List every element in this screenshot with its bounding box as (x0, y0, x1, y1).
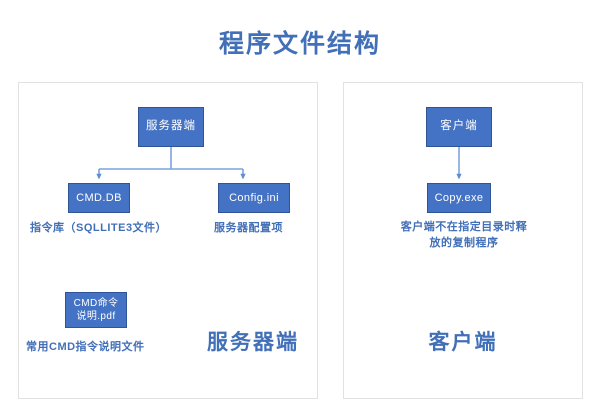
panel-label-server: 服务器端 (207, 331, 299, 354)
caption-copy-exe: 客户端不在指定目录时释 放的复制程序 (400, 221, 528, 249)
node-config-ini[interactable]: Config.ini (218, 183, 290, 213)
caption-cmd-db: 指令库（SQLLITE3文件） (30, 222, 168, 234)
node-cmd-db[interactable]: CMD.DB (68, 183, 130, 213)
node-client-root[interactable]: 客户端 (426, 107, 492, 147)
node-server-root[interactable]: 服务器端 (138, 107, 204, 147)
panel-client: 客户端 (343, 82, 583, 399)
node-cmd-pdf[interactable]: CMD命令 说明.pdf (65, 292, 127, 328)
caption-config-ini: 服务器配置项 (214, 222, 283, 234)
caption-cmd-pdf: 常用CMD指令说明文件 (26, 341, 145, 353)
node-copy-exe[interactable]: Copy.exe (427, 183, 491, 213)
page-title: 程序文件结构 (218, 30, 381, 58)
panel-label-client: 客户端 (428, 331, 498, 354)
